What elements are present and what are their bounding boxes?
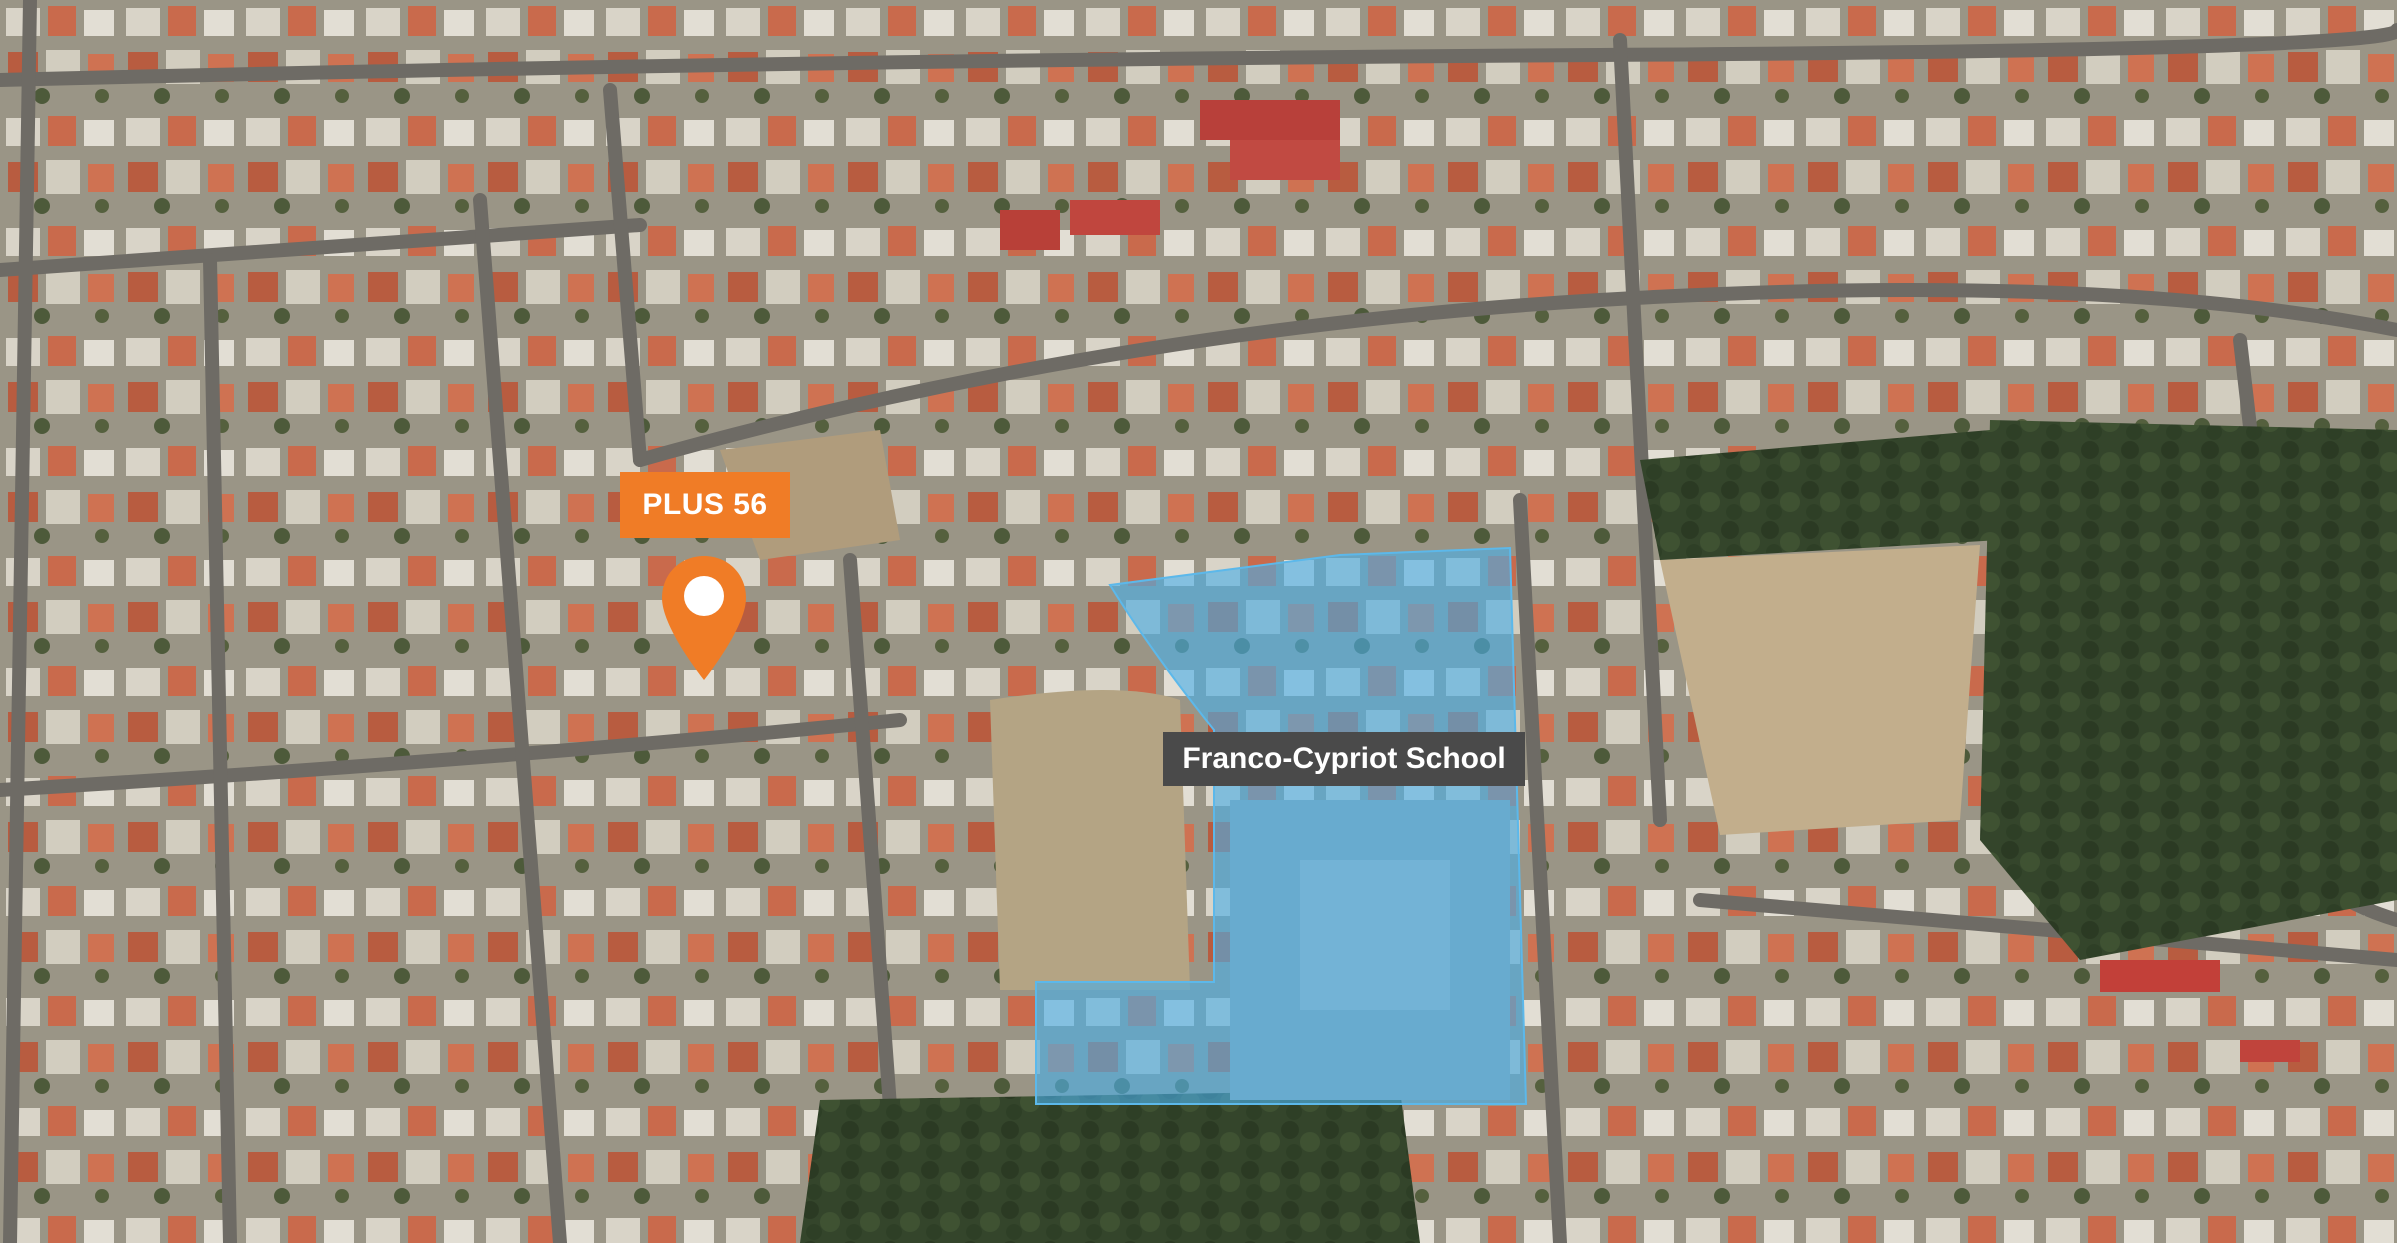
location-pin-icon[interactable] xyxy=(658,552,750,684)
marker-label-plus-56[interactable]: PLUS 56 xyxy=(620,472,790,538)
school-area-highlight xyxy=(1035,546,1528,1105)
area-label-school: Franco-Cypriot School xyxy=(1163,732,1525,786)
